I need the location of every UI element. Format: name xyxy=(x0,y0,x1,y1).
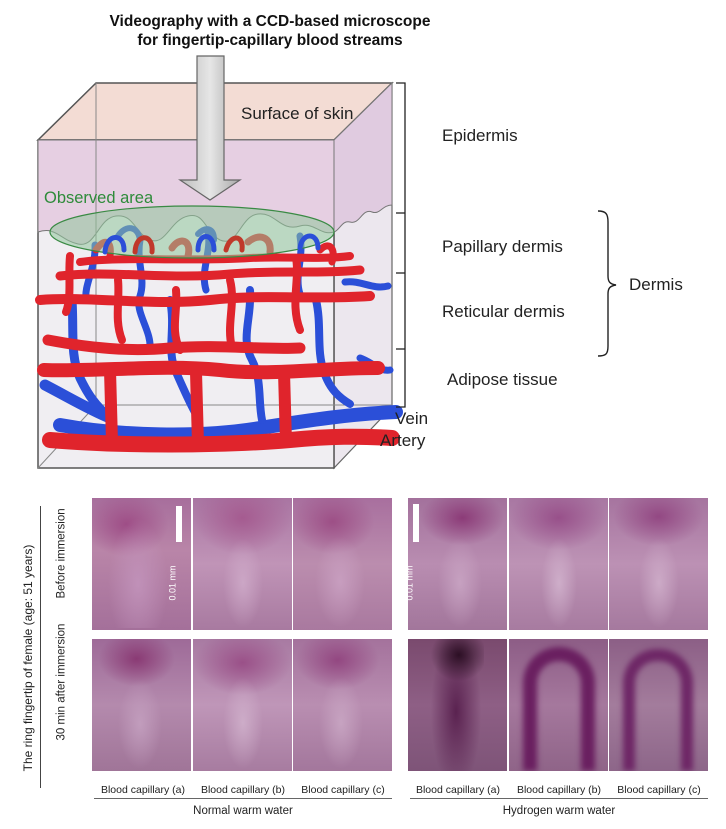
side-label-line xyxy=(40,506,41,788)
caption-normal-c: Blood capillary (c) xyxy=(293,784,393,796)
fingertip-side-label: The ring fingertip of female (age: 51 ye… xyxy=(21,518,35,798)
photo-hydrogen-after-a xyxy=(408,639,507,771)
reticular-dermis-label: Reticular dermis xyxy=(442,302,565,322)
photo-hydrogen-before-b xyxy=(509,498,608,630)
photo-normal-after-c xyxy=(293,639,392,771)
papillary-dermis-label: Papillary dermis xyxy=(442,237,563,257)
dermis-brace xyxy=(598,211,616,356)
photo-hydrogen-after-c xyxy=(609,639,708,771)
dermis-label: Dermis xyxy=(629,275,683,295)
group-label-normal: Normal warm water xyxy=(94,805,392,817)
group-label-hydrogen: Hydrogen warm water xyxy=(410,805,708,817)
photo-normal-before-a: 0.01 mm xyxy=(92,498,191,630)
scale-bar xyxy=(176,506,182,542)
photo-hydrogen-before-c xyxy=(609,498,708,630)
photo-normal-after-a xyxy=(92,639,191,771)
caption-hydrogen-c: Blood capillary (c) xyxy=(609,784,709,796)
scale-bar-hydrogen xyxy=(413,504,419,542)
photo-normal-before-b xyxy=(193,498,292,630)
caption-hydrogen-b: Blood capillary (b) xyxy=(509,784,609,796)
group-line-normal xyxy=(94,798,392,799)
vein-label: Vein xyxy=(395,409,428,429)
caption-hydrogen-a: Blood capillary (a) xyxy=(408,784,508,796)
layer-brackets xyxy=(396,83,405,407)
caption-normal-b: Blood capillary (b) xyxy=(193,784,293,796)
row-label-before: Before immersion xyxy=(56,519,69,599)
scale-label: 0.01 mm xyxy=(168,565,178,600)
artery-label: Artery xyxy=(380,431,425,451)
photo-hydrogen-before-a: 0.01 mm xyxy=(408,498,507,630)
photo-normal-after-b xyxy=(193,639,292,771)
adipose-tissue-label: Adipose tissue xyxy=(447,370,558,390)
epidermis-label: Epidermis xyxy=(442,126,518,146)
scale-label-hydrogen: 0.01 mm xyxy=(408,565,415,600)
observed-area-label: Observed area xyxy=(44,189,153,208)
photo-hydrogen-after-b xyxy=(509,639,608,771)
observed-area xyxy=(50,206,334,258)
surface-of-skin-label: Surface of skin xyxy=(241,104,353,124)
row-label-after: 30 min after immersion xyxy=(56,649,69,741)
photo-normal-before-c xyxy=(293,498,392,630)
skin-diagram xyxy=(0,0,726,470)
group-line-hydrogen xyxy=(410,798,708,799)
caption-normal-a: Blood capillary (a) xyxy=(93,784,193,796)
